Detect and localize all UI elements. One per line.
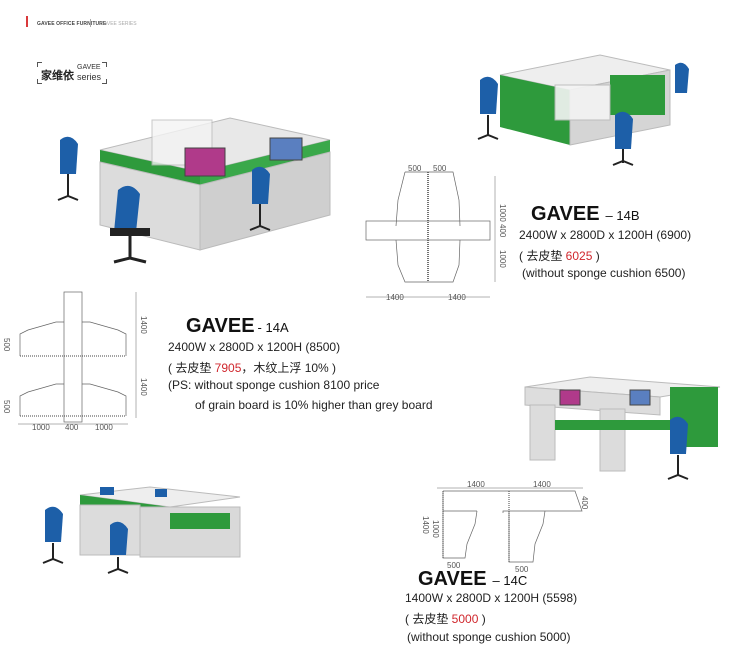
svg-text:1400: 1400 bbox=[448, 293, 466, 302]
product-photo-14a bbox=[57, 117, 331, 264]
note-14b: (without sponge cushion 6500) bbox=[522, 266, 686, 280]
svg-text:400: 400 bbox=[65, 423, 79, 432]
svg-text:1400: 1400 bbox=[533, 480, 551, 489]
drawing-14b: 500 500 1000 400 1000 1400 1400 bbox=[365, 164, 507, 302]
model-title-14a: GAVEE- 14A bbox=[186, 315, 289, 337]
cushion-price-14b: ( 去皮垫 6025 ) bbox=[519, 249, 600, 263]
dims-14c: 1400W x 2800D x 1200H (5598) bbox=[405, 591, 578, 605]
header-series: GAVEE SERIES bbox=[100, 21, 137, 27]
svg-text:500: 500 bbox=[2, 400, 11, 414]
svg-text:400: 400 bbox=[580, 496, 589, 510]
svg-text:1000: 1000 bbox=[498, 204, 507, 222]
svg-text:500: 500 bbox=[433, 164, 447, 173]
svg-text:500: 500 bbox=[515, 565, 529, 573]
header-divider bbox=[90, 19, 91, 27]
logo-cn: 家维依 bbox=[41, 70, 74, 82]
svg-text:1400: 1400 bbox=[139, 316, 148, 334]
svg-text:500: 500 bbox=[408, 164, 422, 173]
svg-text:400: 400 bbox=[498, 224, 507, 238]
cushion-price-14c: ( 去皮垫 5000 ) bbox=[405, 612, 486, 626]
cushion-price-14a: ( 去皮垫 7905，木纹上浮 10% ) bbox=[168, 361, 337, 375]
svg-text:1000: 1000 bbox=[32, 423, 50, 432]
svg-text:1400: 1400 bbox=[139, 378, 148, 396]
model-title-14c: GAVEE– 14C bbox=[418, 568, 528, 590]
drawing-14a: 1400 1400 500 500 1000 400 1000 bbox=[2, 291, 148, 432]
svg-text:1400: 1400 bbox=[421, 516, 430, 534]
dims-14b: 2400W x 2800D x 1200H (6900) bbox=[519, 228, 692, 242]
drawing-14c: 1400 1400 400 1400 1000 500 500 bbox=[421, 480, 589, 573]
svg-text:1000: 1000 bbox=[498, 250, 507, 268]
chair-icon bbox=[110, 185, 150, 264]
svg-text:500: 500 bbox=[2, 338, 11, 352]
svg-text:1000: 1000 bbox=[95, 423, 113, 432]
series-logo: 家维依 GAVEE series bbox=[37, 62, 107, 84]
header-brand: GAVEE OFFICE FURNITURE bbox=[37, 21, 107, 27]
note-14a-line1: (PS: without sponge cushion 8100 price bbox=[168, 378, 380, 392]
svg-text:500: 500 bbox=[447, 561, 461, 570]
logo-en-top: GAVEE bbox=[77, 64, 101, 71]
note-14a-line2: of grain board is 10% higher than grey b… bbox=[195, 398, 433, 412]
svg-text:1400: 1400 bbox=[467, 480, 485, 489]
svg-text:1400: 1400 bbox=[386, 293, 404, 302]
note-14c: (without sponge cushion 5000) bbox=[407, 630, 571, 644]
logo-en-bottom: series bbox=[77, 72, 102, 82]
model-title-14b: GAVEE– 14B bbox=[531, 203, 640, 225]
svg-text:1000: 1000 bbox=[431, 520, 440, 538]
product-photo-14b bbox=[477, 54, 689, 166]
header-accent-bar bbox=[26, 16, 28, 27]
product-photo-14c-alt bbox=[42, 486, 241, 574]
product-photo-14c bbox=[524, 376, 721, 480]
dims-14a: 2400W x 2800D x 1200H (8500) bbox=[168, 340, 341, 354]
